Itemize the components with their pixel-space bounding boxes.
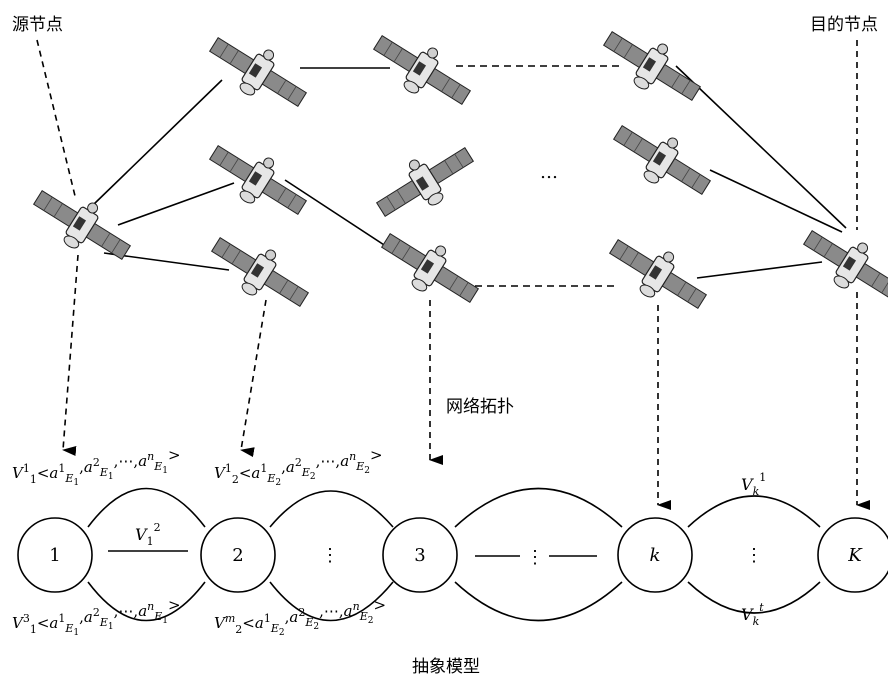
- model-node-labels: 1 2 3 k K: [49, 545, 863, 566]
- satellites: [24, 16, 888, 324]
- abstract-model-label: 抽象模型: [412, 657, 480, 677]
- svg-text:Vk1: Vk1: [741, 471, 766, 498]
- model-node: [200, 517, 276, 593]
- satellite-icon: [200, 130, 316, 230]
- arrow-to-node-2: [240, 299, 267, 458]
- topology-dashed-links: [456, 65, 624, 287]
- node-label-1: 1: [49, 545, 60, 566]
- model-node: [17, 517, 93, 593]
- vdots-3-k: ⋮: [526, 547, 544, 568]
- model-node: [817, 517, 888, 593]
- satellite-icon: [604, 110, 720, 210]
- arrow-to-node-1: [62, 254, 79, 456]
- svg-text:Vkt: Vkt: [741, 601, 764, 628]
- network-topology-label: 网络拓扑: [446, 397, 514, 417]
- topology-ellipsis: …: [540, 162, 558, 183]
- vdots-2-3: ⋮: [321, 545, 339, 566]
- edge-label-12: V12: [135, 521, 161, 548]
- link-src-sat-g: [103, 252, 230, 271]
- set-label-v2-bottom: Vm2<a1E2,a2E2,⋯,anE2>: [214, 596, 386, 638]
- set-label-v1-top: V11<a1E1,a2E1,⋯,anE1>: [12, 446, 181, 488]
- label-pointers: [36, 39, 858, 230]
- vector-set-labels: V11<a1E1,a2E1,⋯,anE1> V31<a1E1,a2E1,⋯,anE…: [12, 446, 386, 638]
- node-label-k: k: [650, 545, 661, 566]
- link-sat-i-dest: [696, 261, 823, 279]
- link-sat-c-dest: [675, 65, 847, 229]
- source-pointer: [36, 39, 77, 201]
- edge-label-k-bottom: Vkt: [741, 601, 764, 628]
- svg-text:V12: V12: [135, 521, 161, 548]
- mapping-arrows: [62, 254, 870, 510]
- node-label-K: K: [847, 545, 863, 566]
- satellite-icon: [594, 16, 710, 116]
- model-node: [617, 517, 693, 593]
- satellite-icon: [200, 22, 316, 122]
- link-src-sat-a: [92, 79, 223, 206]
- vdots-k-K: ⋮: [745, 545, 763, 566]
- satellite-icon: [364, 20, 480, 120]
- model-vdots: ⋮ ⋮ ⋮: [321, 545, 763, 568]
- model-arcs: [87, 487, 821, 622]
- satellite-icon: [202, 222, 318, 322]
- satellite-icon: [24, 175, 140, 275]
- topology-links: [92, 65, 847, 279]
- dest-node-label: 目的节点: [810, 15, 878, 35]
- model-node: [382, 517, 458, 593]
- edge-label-k-top: Vk1: [741, 471, 766, 498]
- source-node-label: 源节点: [12, 15, 63, 35]
- link-src-sat-d: [117, 182, 235, 226]
- satellite-icon: [367, 132, 483, 232]
- set-label-v1-bottom: V31<a1E1,a2E1,⋯,anE1>: [12, 596, 181, 638]
- set-label-v2-top: V12<a1E2,a2E2,⋯,anE2>: [214, 446, 383, 488]
- link-sat-f-dest: [709, 169, 843, 233]
- model-nodes: [17, 517, 888, 593]
- node-label-3: 3: [414, 545, 425, 566]
- node-label-2: 2: [232, 545, 243, 566]
